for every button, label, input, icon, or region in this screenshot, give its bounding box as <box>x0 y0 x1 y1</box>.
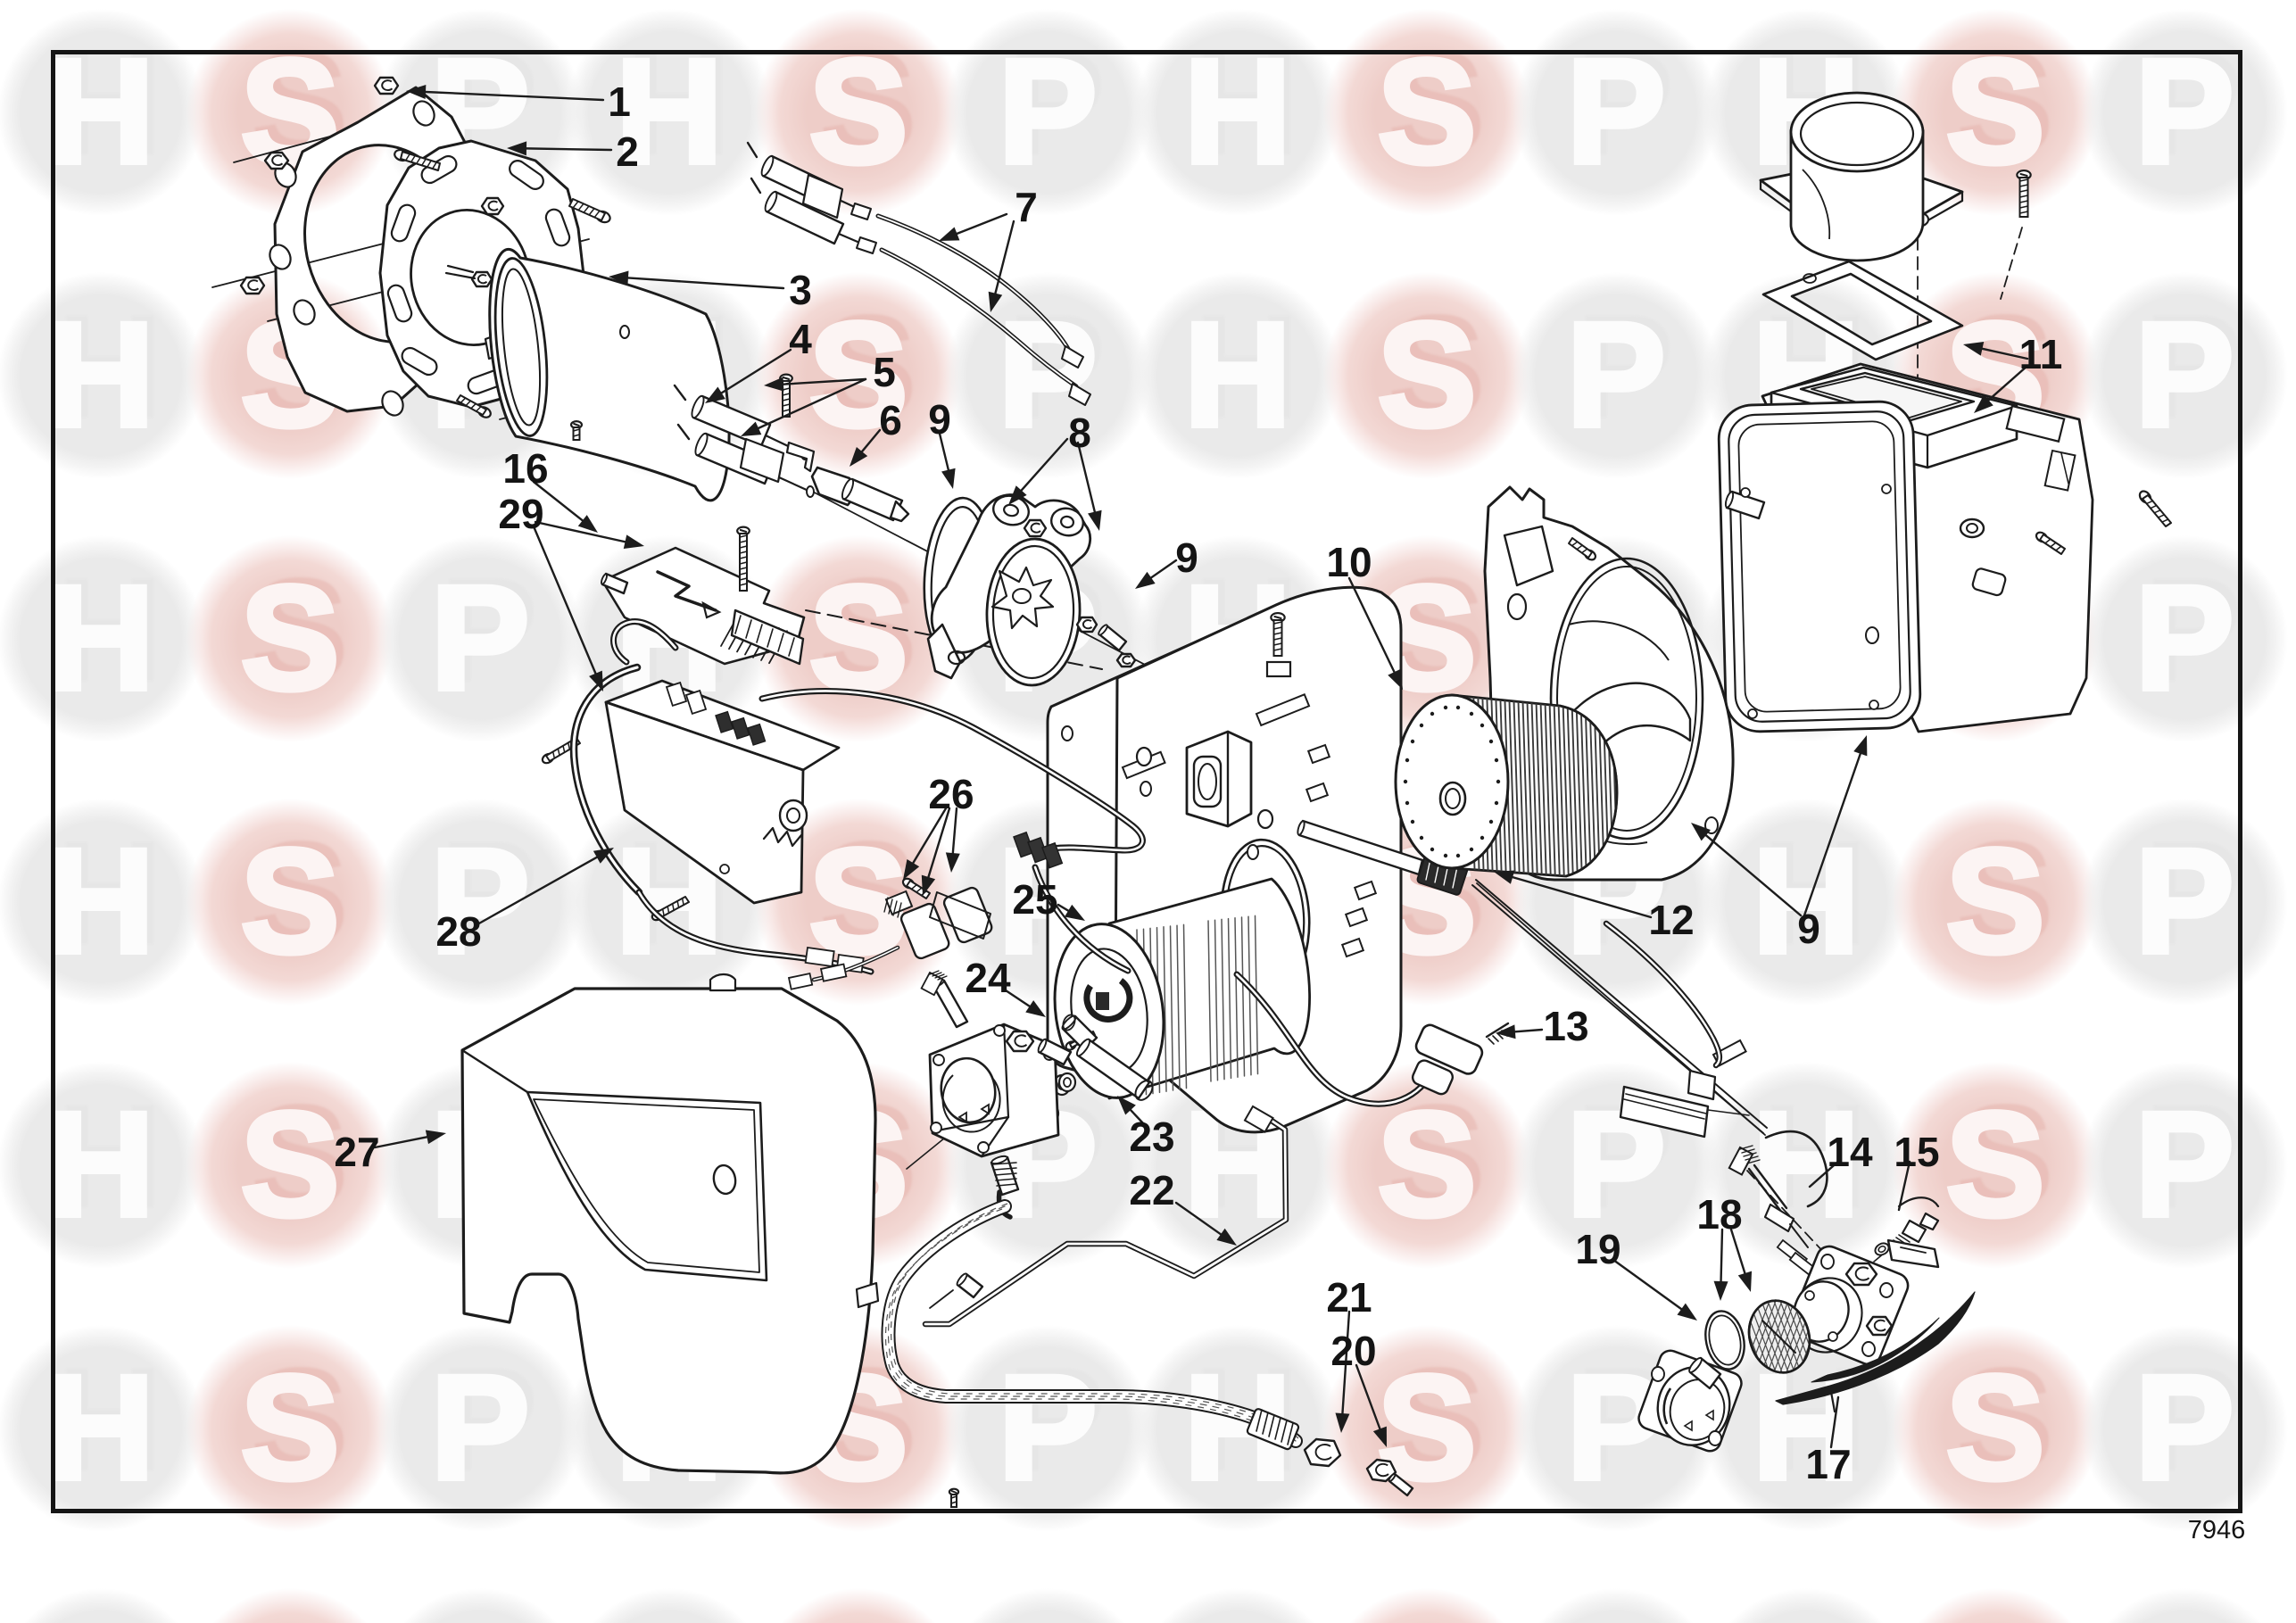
svg-text:19: 19 <box>1575 1226 1620 1272</box>
svg-text:7: 7 <box>1015 184 1038 230</box>
svg-text:16: 16 <box>502 445 548 492</box>
svg-text:10: 10 <box>1326 539 1372 585</box>
svg-text:24: 24 <box>965 955 1011 1001</box>
svg-text:9: 9 <box>1797 906 1820 952</box>
svg-text:15: 15 <box>1894 1129 1939 1175</box>
svg-text:4: 4 <box>789 316 812 362</box>
svg-text:21: 21 <box>1326 1274 1372 1321</box>
svg-text:3: 3 <box>789 267 812 313</box>
svg-text:2: 2 <box>616 128 639 175</box>
svg-text:12: 12 <box>1648 897 1694 943</box>
svg-text:25: 25 <box>1012 876 1057 923</box>
svg-text:17: 17 <box>1805 1441 1851 1487</box>
svg-text:11: 11 <box>2019 331 2063 377</box>
svg-text:28: 28 <box>435 908 481 955</box>
svg-text:27: 27 <box>334 1129 379 1175</box>
svg-text:6: 6 <box>879 397 902 443</box>
svg-text:23: 23 <box>1129 1114 1174 1160</box>
svg-text:8: 8 <box>1068 410 1091 456</box>
svg-text:5: 5 <box>873 349 896 395</box>
svg-text:29: 29 <box>498 491 543 537</box>
svg-text:20: 20 <box>1330 1328 1376 1374</box>
svg-text:9: 9 <box>1175 534 1198 581</box>
svg-text:1: 1 <box>608 79 631 125</box>
svg-text:26: 26 <box>928 771 974 817</box>
svg-text:22: 22 <box>1129 1167 1174 1213</box>
svg-text:9: 9 <box>928 396 951 443</box>
svg-text:7946: 7946 <box>2188 1516 2246 1544</box>
svg-text:13: 13 <box>1543 1003 1588 1049</box>
svg-text:14: 14 <box>1827 1129 1873 1175</box>
svg-text:18: 18 <box>1696 1191 1742 1238</box>
